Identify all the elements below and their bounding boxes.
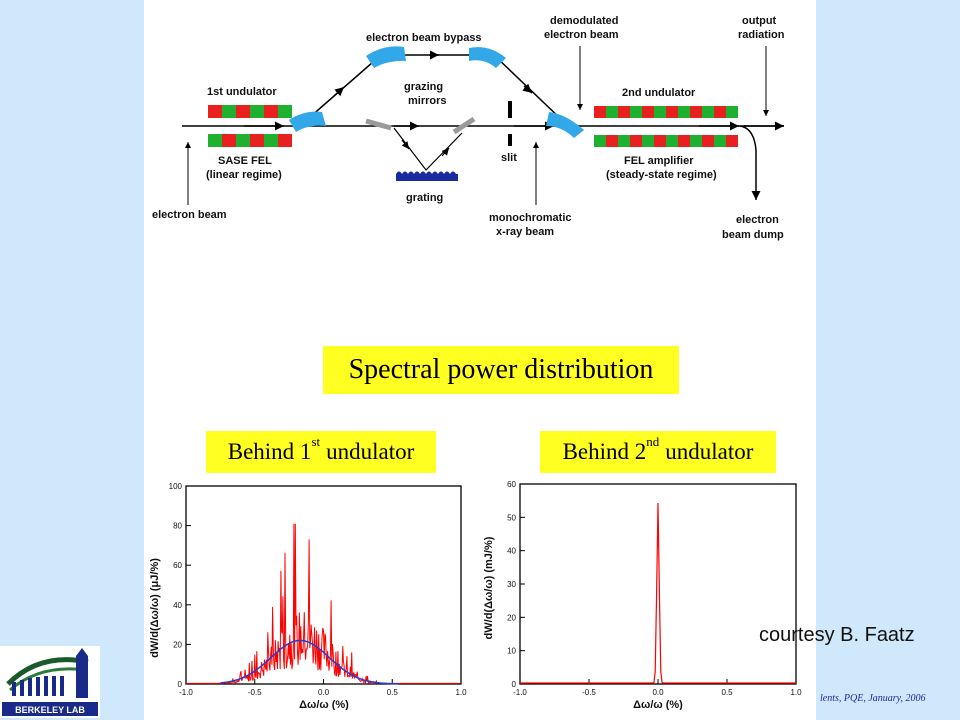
left-spectrum-plot: 0 20 40 60 80 100 -1.0 -0.5 0.0 0.5 1.0 dW/d(Δω/ω)… [149,482,467,710]
label-ebeam: electron beam [152,209,227,221]
label-amp: FEL amplifier [624,155,694,167]
label-mono-2: x-ray beam [496,226,554,238]
logo-text: BERKELEY LAB [15,705,85,715]
left-ytick-label: 60 [173,561,182,570]
right-title-text: Behind 2 [562,439,647,464]
label-output-1: output [742,15,777,27]
label-bypass: electron beam bypass [366,32,482,44]
left-ytick-label: 20 [173,640,182,649]
right-xtick-label: 0.0 [652,688,664,697]
label-und1: 1st undulator [207,86,277,98]
right-ytick-label: 0 [512,680,517,689]
dump-path [739,125,761,200]
right-ylabel: dW/d(Δω/ω) (mJ/%) [483,536,495,639]
label-mono-1: monochromatic [489,212,572,224]
left-ytick-label: 80 [173,522,182,531]
courtesy-credit: courtesy B. Faatz [759,624,915,646]
grating [396,171,458,181]
left-title-text: Behind 1 [227,439,312,464]
right-title-sup: nd [646,434,660,449]
spectral-title-banner: Spectral power distribution [323,346,679,394]
second-undulator [594,106,738,147]
right-xlabel: Δω/ω (%) [633,699,683,710]
right-xtick-label: 1.0 [790,688,802,697]
right-xtick-label: -0.5 [582,688,596,697]
right-ytick-label: 20 [507,613,516,622]
right-xtick-label: -1.0 [513,688,527,697]
left-ytick-label: 100 [169,482,183,491]
left-envelope-line [220,639,400,685]
label-slit: slit [501,152,517,164]
label-demod-1: demodulated [550,15,618,27]
label-mirrors-2: mirrors [408,95,447,107]
right-title-suffix: undulator [665,439,754,464]
dipole-magnets [289,46,584,138]
seeding-schematic: electron beam bypass demodulated electro… [152,15,785,241]
label-und2: 2nd undulator [622,87,696,99]
right-ytick-label: 40 [507,547,516,556]
left-xtick-label: 0.5 [387,688,399,697]
right-ytick-label: 10 [507,647,516,656]
label-linear: (linear regime) [206,169,282,181]
left-title-suffix: undulator [326,439,415,464]
left-xtick-label: 1.0 [455,688,467,697]
left-spectrum-line [186,523,461,685]
left-xtick-label: -0.5 [248,688,262,697]
left-ytick-label: 0 [178,680,183,689]
left-ylabel: dW/d(Δω/ω) (μJ/%) [149,558,161,658]
label-dump-2: beam dump [722,229,784,241]
label-grating: grating [406,192,443,204]
first-undulator [208,105,292,147]
slit [508,101,512,146]
label-sase: SASE FEL [218,155,272,167]
right-ytick-label: 60 [507,480,516,489]
left-xtick-label: -1.0 [179,688,193,697]
footer-citation: lents, PQE, January, 2006 [820,693,926,704]
label-steady: (steady-state regime) [606,169,717,181]
left-xlabel: Δω/ω (%) [299,699,349,710]
right-spectrum-plot: 0 10 20 30 40 50 60 -1.0 -0.5 0.0 0.5 1.0 dW/d(Δω/ω… [483,480,802,710]
label-demod-2: electron beam [544,29,619,41]
left-title-sup: st [311,434,321,449]
label-mirrors-1: grazing [404,81,443,93]
right-ytick-label: 50 [507,513,516,522]
right-ytick-label: 30 [507,580,516,589]
berkeley-lab-logo: BERKELEY LAB [0,646,100,718]
right-spectrum-line [520,502,796,684]
left-ytick-label: 40 [173,601,182,610]
label-dump-1: electron [736,214,779,226]
right-xtick-label: 0.5 [721,688,733,697]
left-xtick-label: 0.0 [318,688,330,697]
grazing-mirrors [365,116,476,135]
left-plot-frame [185,485,462,685]
label-output-2: radiation [738,29,785,41]
